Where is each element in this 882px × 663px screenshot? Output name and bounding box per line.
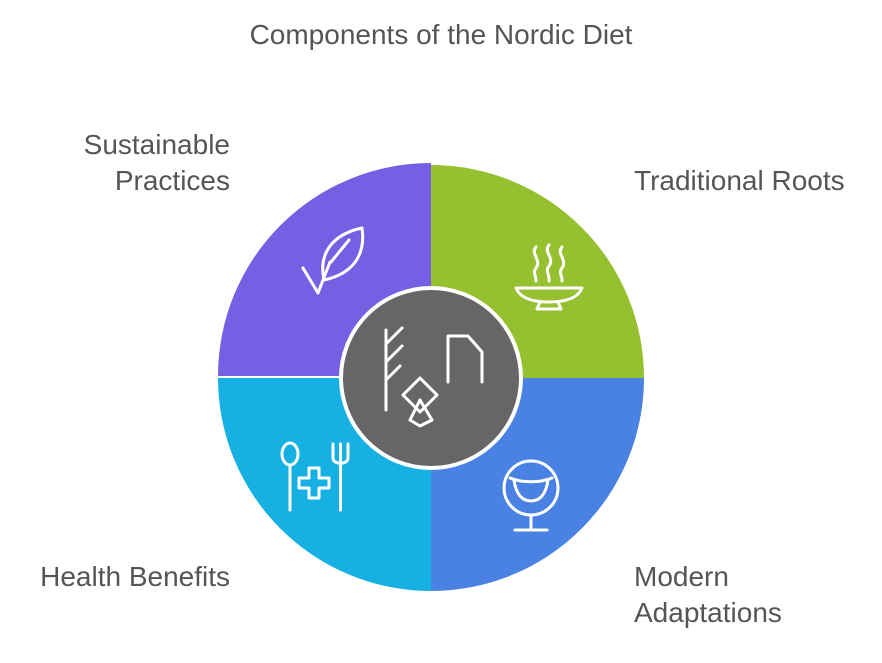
label-traditional-roots: Traditional Roots bbox=[634, 165, 845, 196]
center-circle bbox=[339, 286, 523, 470]
label-health-benefits: Health Benefits bbox=[40, 561, 230, 592]
egg-chair-icon bbox=[502, 459, 560, 532]
label-sustainable-practices: Sustainable Practices bbox=[83, 129, 230, 196]
diagram-title: Components of the Nordic Diet bbox=[249, 19, 633, 50]
leaf-icon bbox=[301, 226, 365, 295]
spoon-cross-fork-icon bbox=[280, 441, 350, 512]
nordic-runes-icon bbox=[384, 326, 484, 428]
label-modern-adaptations: Modern Adaptations bbox=[634, 561, 782, 628]
steaming-bowl-icon bbox=[514, 243, 584, 311]
